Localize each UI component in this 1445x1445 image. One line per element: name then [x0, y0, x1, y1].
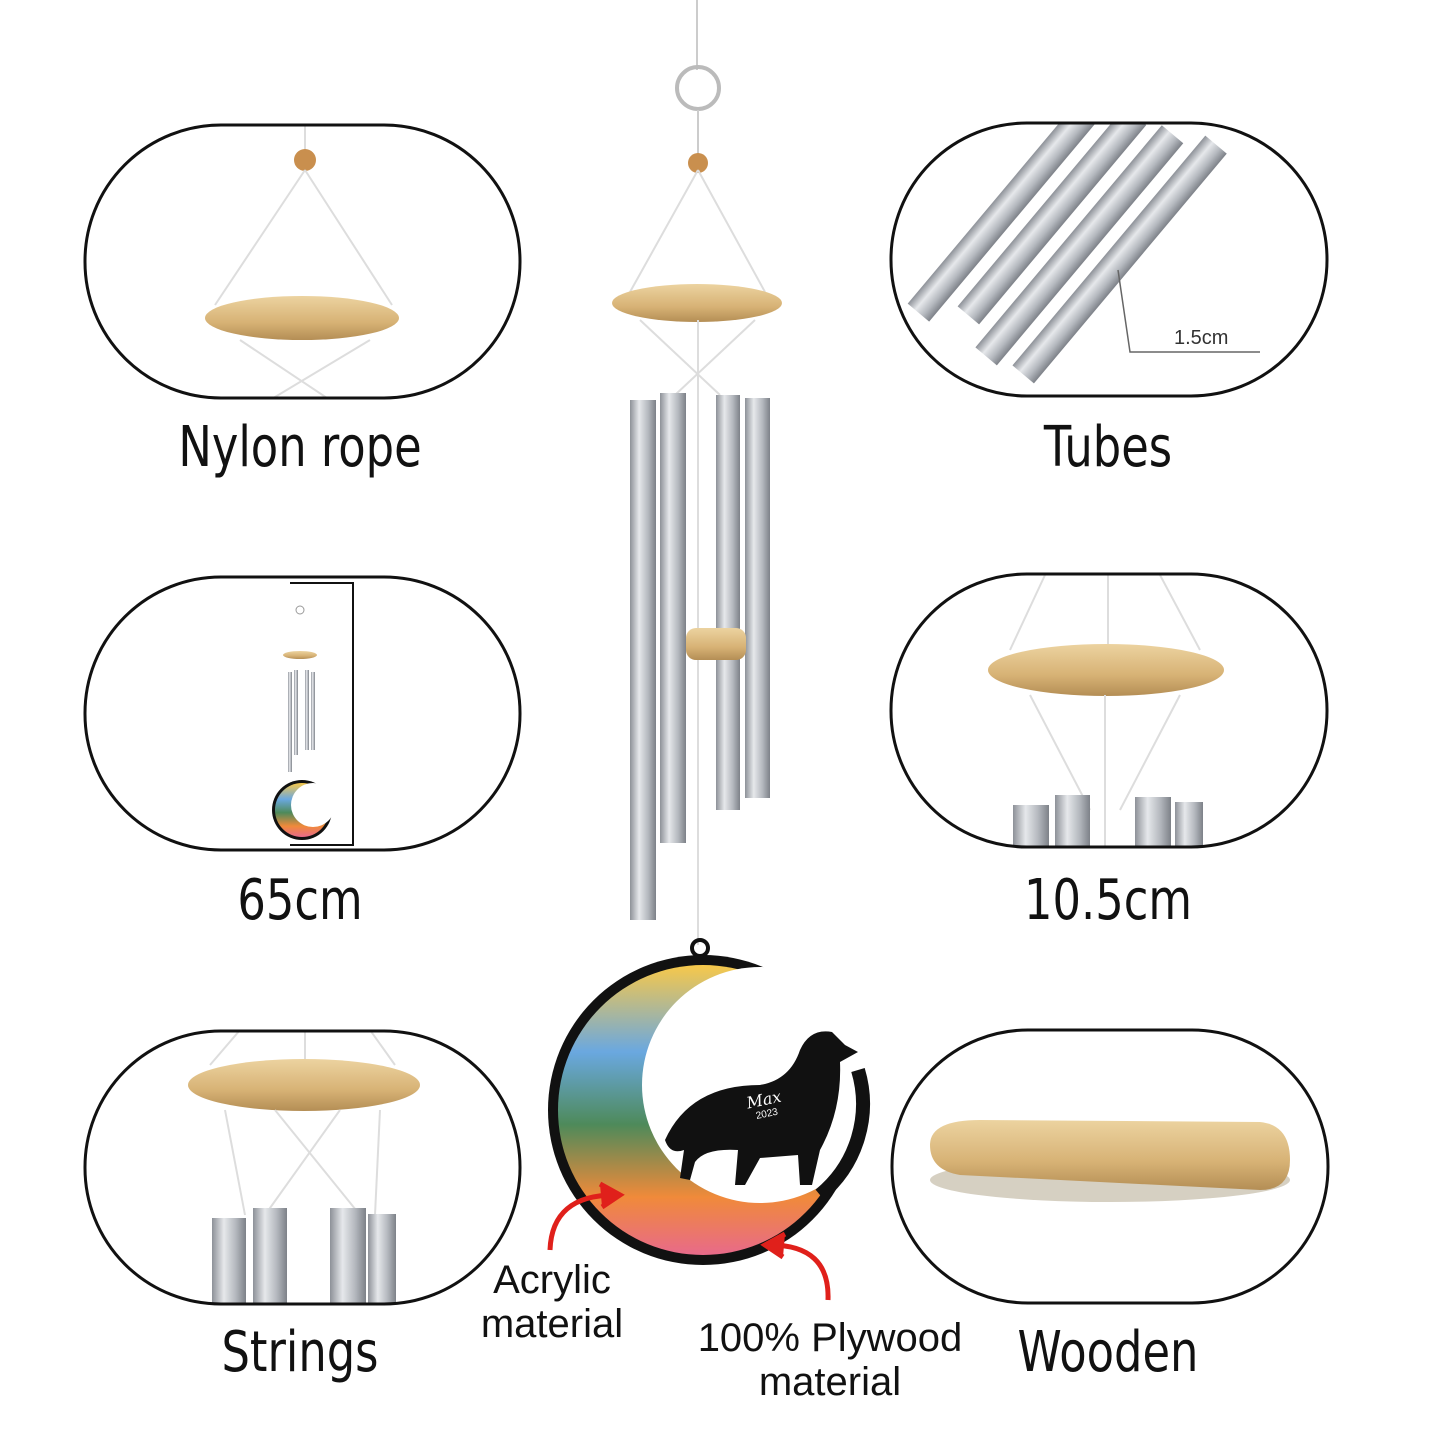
panel-frame	[889, 572, 1329, 849]
caption-width: 10.5cm	[1023, 868, 1193, 933]
panel-frame	[83, 1029, 522, 1306]
panel-frame	[83, 123, 522, 400]
panel-frame	[83, 575, 522, 852]
callout-acrylic: Acrylic material	[462, 1258, 642, 1346]
tube-diameter-label: 1.5cm	[1174, 327, 1229, 349]
panel-frame	[890, 1028, 1330, 1305]
caption-strings: Strings	[221, 1320, 379, 1385]
callout-acrylic-line2: material	[480, 1302, 624, 1346]
wind-chime	[612, 0, 782, 945]
dog-silhouette	[665, 1031, 858, 1185]
caption-height: 65cm	[237, 868, 363, 933]
moon-ornament	[548, 938, 878, 1265]
caption-nylon-rope: Nylon rope	[178, 415, 422, 480]
panel-frame	[889, 121, 1329, 398]
caption-tubes: Tubes	[1043, 415, 1173, 480]
acrylic-arrow	[547, 1181, 625, 1251]
plywood-arrow	[760, 1231, 831, 1301]
callout-plywood-line1: 100% Plywood	[697, 1316, 963, 1360]
callout-acrylic-line1: Acrylic	[493, 1258, 611, 1302]
caption-wooden: Wooden	[1017, 1320, 1199, 1385]
callout-plywood-line2: material	[758, 1360, 902, 1404]
callout-plywood: 100% Plywood material	[675, 1316, 985, 1404]
